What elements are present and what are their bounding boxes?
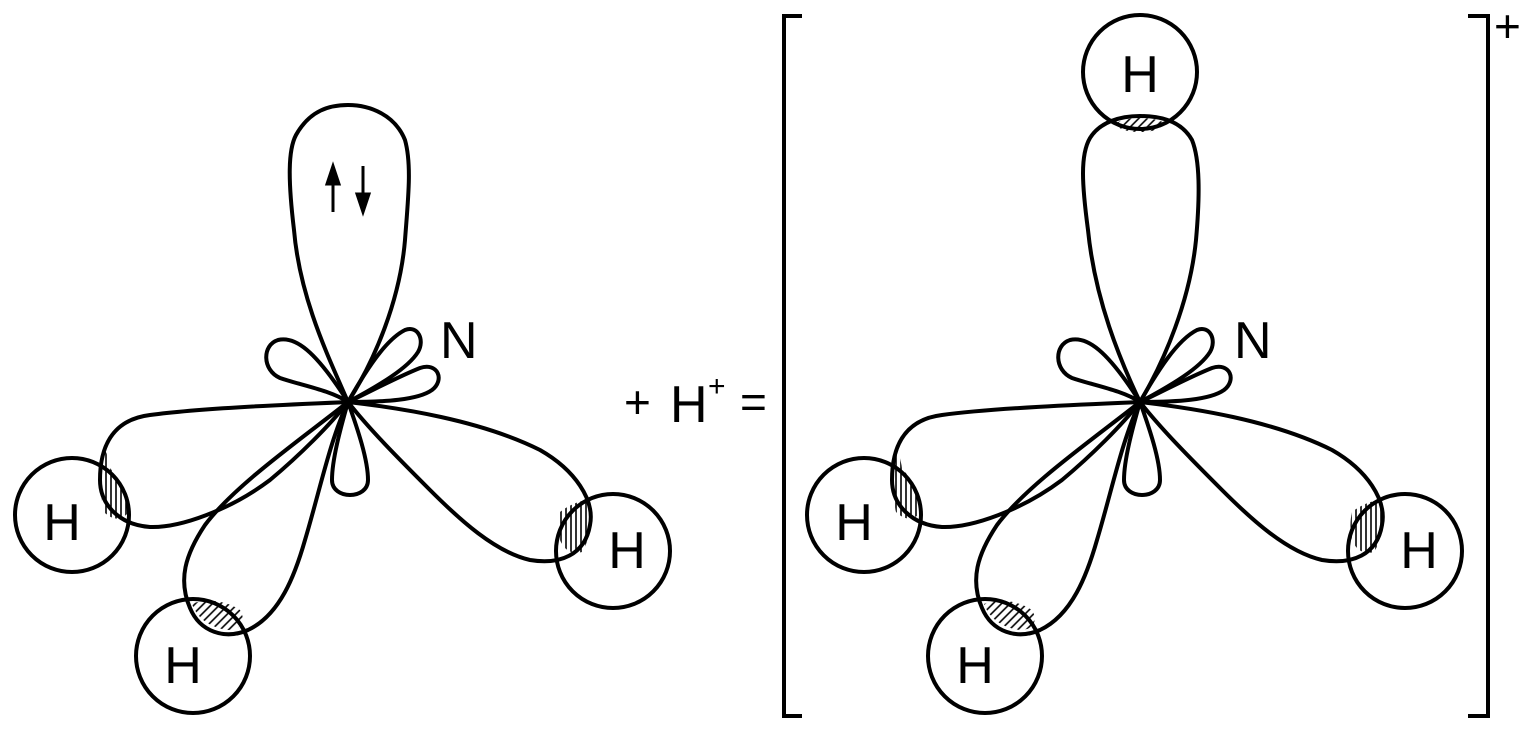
hydrogen-label: H	[43, 494, 81, 552]
back-lobe-upper-right	[1138, 327, 1215, 404]
hydrogen-atom-top: H	[1081, 13, 1199, 131]
hydrogen-label: H	[608, 522, 646, 580]
hydrogen-label: H	[164, 637, 202, 695]
back-lobe-left	[264, 337, 350, 404]
plus-sign: +	[624, 376, 651, 428]
nitrogen-label: N	[440, 312, 478, 370]
lone-pair-arrows: ↑↓	[324, 161, 372, 217]
hydrogen-atom-left: H	[805, 456, 923, 574]
hydrogen-label: H	[835, 494, 873, 552]
hydrogen-atom-bottom: H	[134, 597, 252, 715]
hydrogen-atom-right: H	[554, 492, 672, 610]
overlap-right	[1350, 500, 1383, 553]
equals-sign: =	[740, 376, 767, 428]
ammonium-ion: + H H H H	[782, 0, 1521, 718]
hydrogen-atom-bottom: H	[926, 597, 1044, 715]
bond-lobe-bottom	[182, 400, 350, 637]
hydrogen-atom-left: H	[13, 456, 131, 574]
bond-lobe-top	[1081, 114, 1201, 404]
overlap-left	[892, 451, 922, 519]
overlap-left	[100, 451, 130, 519]
bond-lobe-bottom	[974, 400, 1142, 637]
back-lobe-bottom	[330, 400, 370, 497]
right-bracket	[1468, 14, 1490, 718]
back-lobe-bottom	[1122, 400, 1162, 497]
hydrogen-label: H	[1400, 522, 1438, 580]
hydrogen-label: H	[1121, 46, 1159, 104]
hydrogen-label: H	[956, 637, 994, 695]
back-lobe-right	[346, 364, 441, 404]
back-lobe-left	[1056, 337, 1142, 404]
back-lobe-upper-right	[346, 327, 423, 404]
lone-pair-orbital	[287, 103, 411, 404]
nitrogen-label: N	[1234, 312, 1272, 370]
proton-charge: +	[708, 370, 726, 403]
back-lobe-right	[1138, 364, 1233, 404]
bond-lobe-right	[346, 400, 593, 564]
ammonia-molecule: ↑↓ H H H N	[13, 103, 672, 715]
proton-label: H	[670, 376, 708, 434]
bond-lobe-right	[1138, 400, 1385, 564]
left-bracket	[782, 14, 802, 718]
reaction-operator: + H + =	[624, 370, 767, 434]
hydrogen-atom-right: H	[1346, 492, 1464, 610]
ion-charge: +	[1494, 0, 1521, 52]
bond-lobe-left	[890, 400, 1142, 530]
bond-lobe-left	[98, 400, 350, 530]
overlap-right	[558, 500, 591, 553]
overlap-bottom	[192, 600, 243, 630]
overlap-bottom	[984, 600, 1035, 630]
